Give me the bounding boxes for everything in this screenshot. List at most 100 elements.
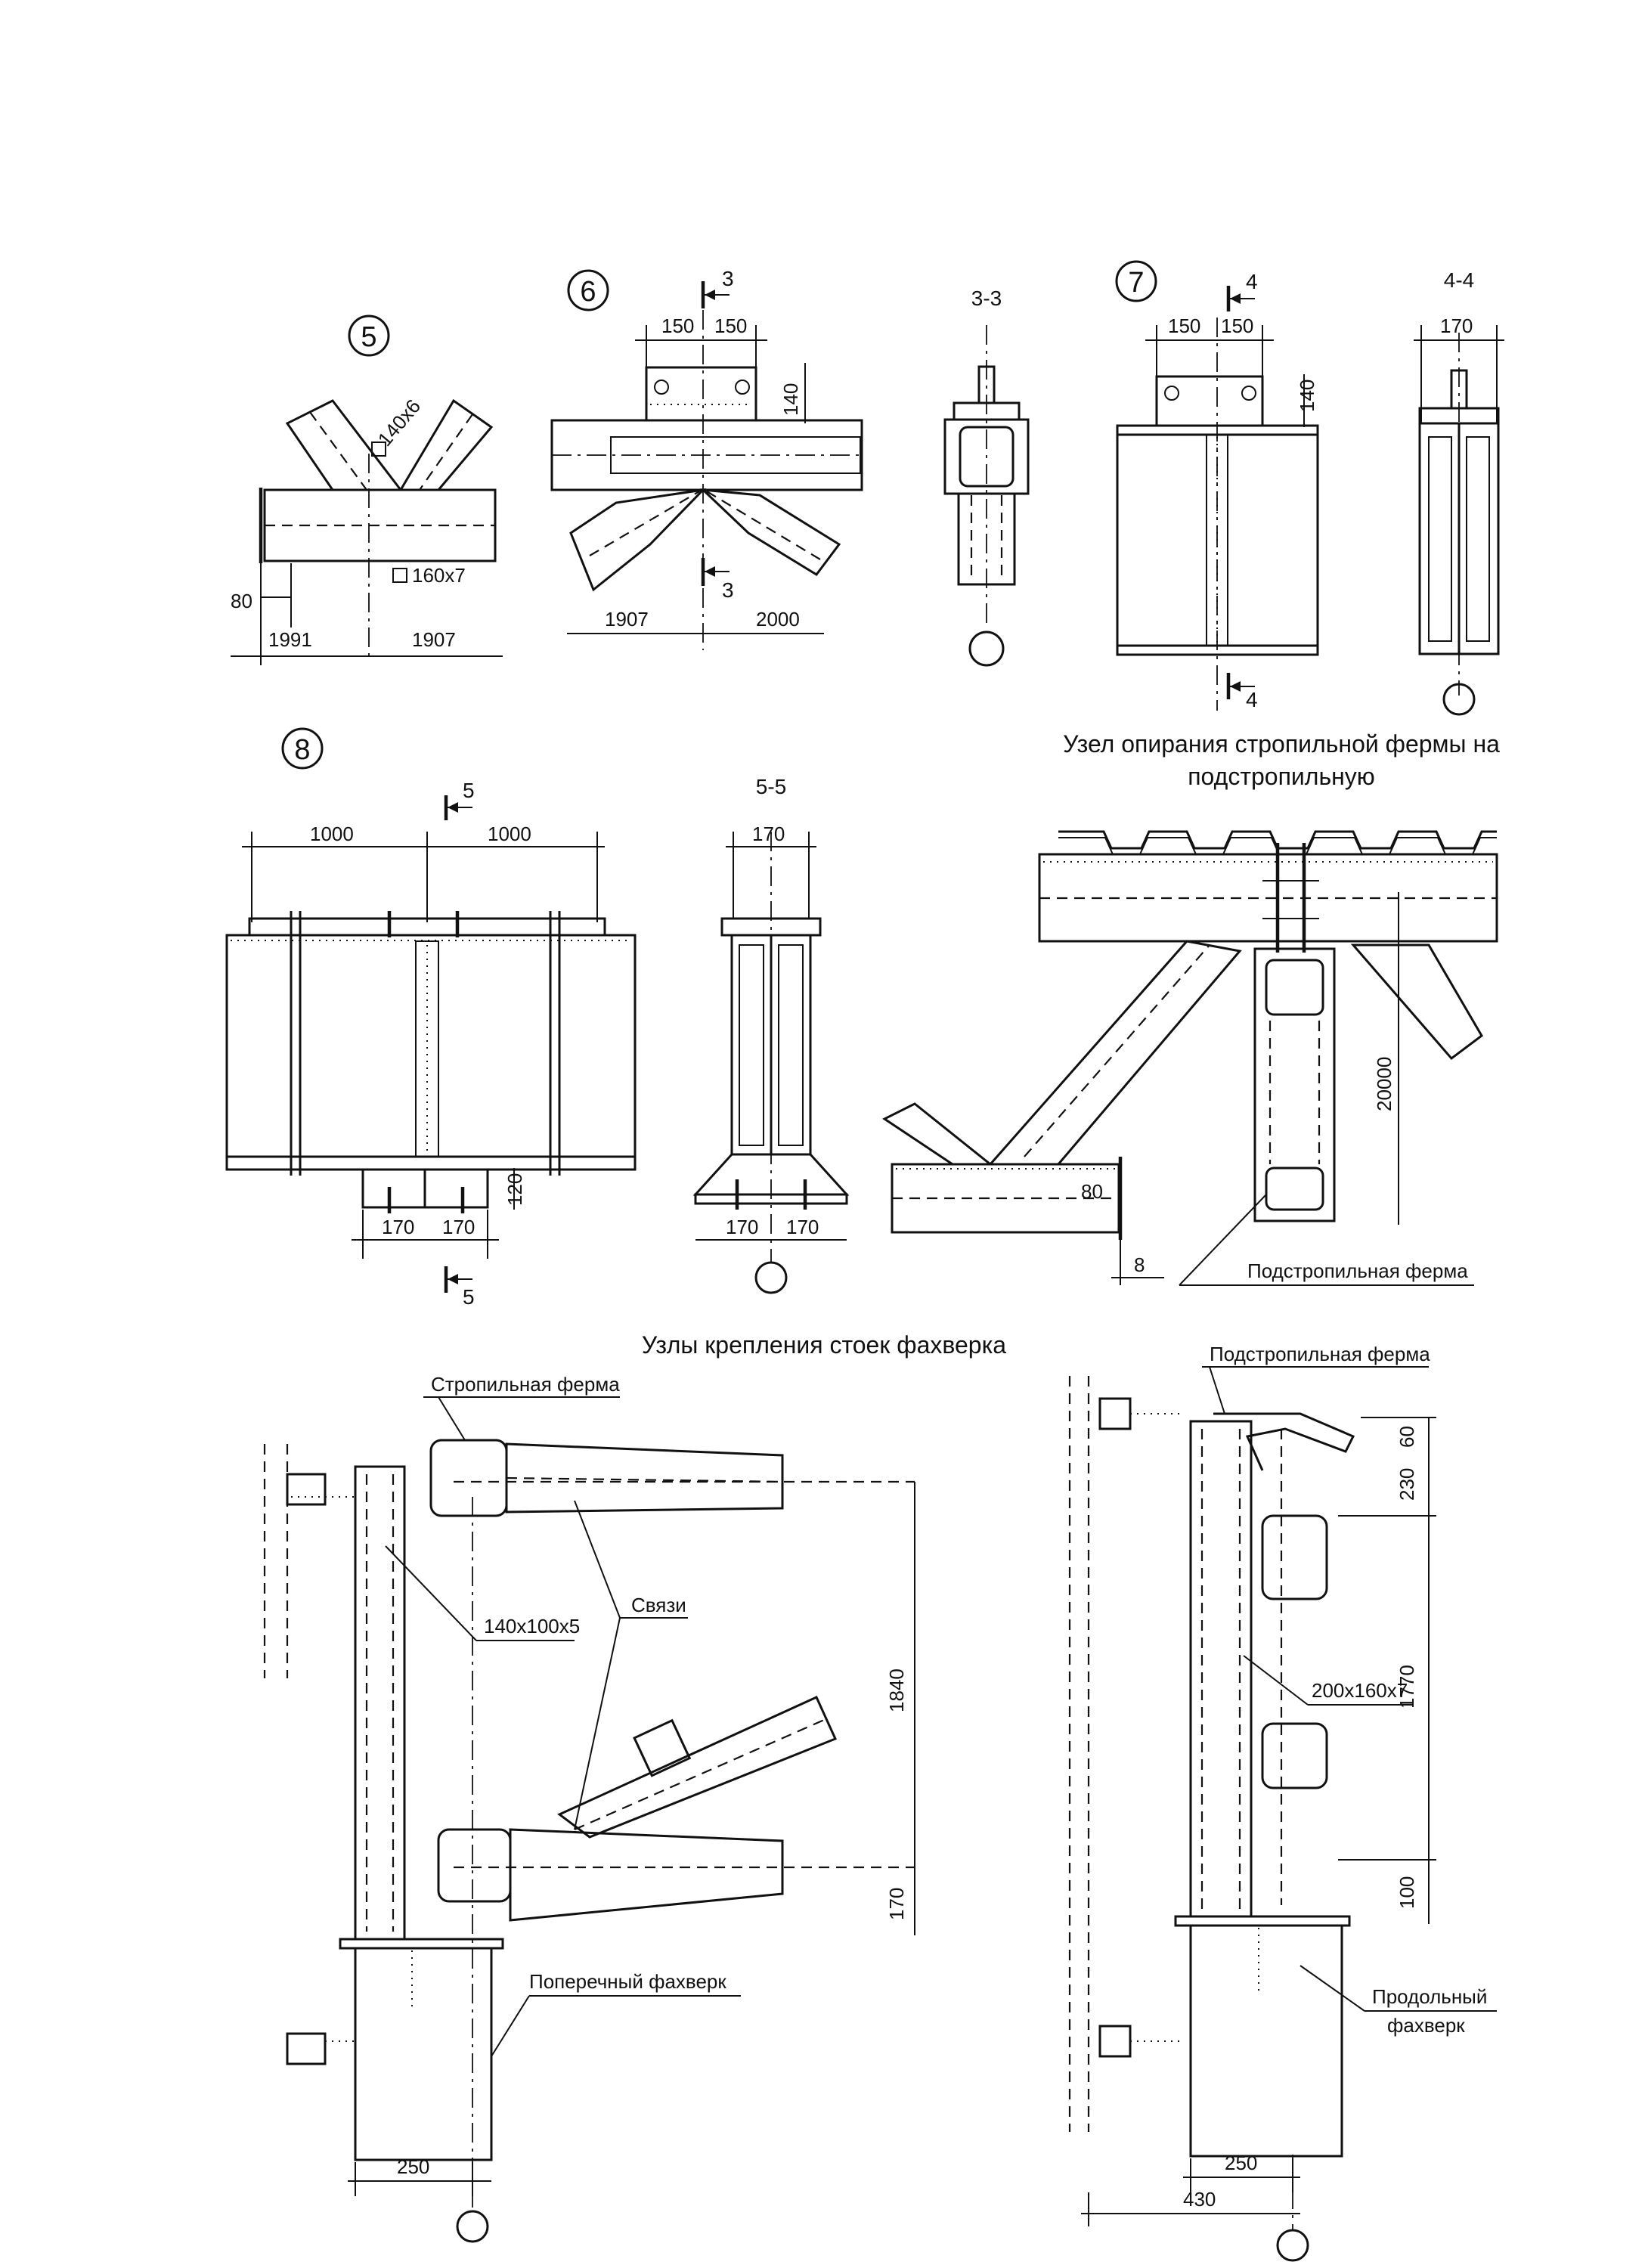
fachwerk-left-dim-170: 170 (885, 1888, 908, 1920)
fachwerk-right-column (1189, 1420, 1253, 1918)
fachwerk-left: 1840 170 250 Стропильная ферма 140х100х5… (263, 1373, 915, 2243)
detail-7-number: 7 (1128, 267, 1144, 299)
section-4-4-dim-170: 170 (1440, 314, 1473, 337)
detail-6-dim-140: 140 (779, 383, 802, 416)
section-5-5-dim-170b: 170 (786, 1216, 819, 1238)
fachwerk-right-label-truss: Подстропильная ферма (1210, 1343, 1430, 1365)
detail-6-dim-2000: 2000 (756, 608, 800, 631)
detail-5-dim-80: 80 (231, 590, 252, 612)
detail-6-number: 6 (580, 276, 596, 308)
detail-7-dim-150b: 150 (1221, 314, 1253, 337)
fachwerk-right-base (1174, 1915, 1351, 1927)
section-4-4-title: 4-4 (1444, 268, 1474, 292)
fachwerk-left-column (354, 1465, 406, 1941)
fachwerk-left-dim-1840: 1840 (885, 1668, 908, 1712)
fachwerk-left-bracket-top (286, 1473, 327, 1506)
detail-7-dim-150a: 150 (1168, 314, 1200, 337)
fachwerk-right-chord-top (1261, 1514, 1328, 1600)
detail-6-diagonal-left (569, 488, 707, 592)
section-5-5-dim-top: 170 (752, 823, 785, 845)
detail-7-section-top: 4 (1246, 270, 1258, 293)
fachwerk-left-label-bracing: Связи (631, 1594, 686, 1616)
detail-6: 6 3 3 150 150 140 1907 2000 (550, 267, 863, 650)
fachwerk-right-label-profile: 200х160х7 (1312, 1679, 1408, 1702)
fachwerk-left-base (339, 1938, 504, 1950)
fachwerk-left-bracket-bottom (286, 2032, 327, 2065)
detail-5-dim-1907: 1907 (412, 628, 456, 651)
fachwerk-right-label-long1: Продольный (1372, 1985, 1487, 2008)
fachwerk-left-dim-250: 250 (397, 2155, 429, 2178)
section-4-4: 4-4 170 (1414, 268, 1504, 716)
detail-5: 5 140х6 160х7 80 1991 1907 (231, 314, 503, 665)
detail-6-section-bottom: 3 (722, 578, 734, 602)
detail-6-dim-1907: 1907 (605, 608, 649, 631)
support-node: Узел опирания стропильной фермы на подст… (882, 730, 1500, 1286)
detail-7-section-bottom: 4 (1246, 688, 1258, 711)
detail-7-dim-140: 140 (1296, 380, 1318, 412)
detail-8-dim-120: 120 (503, 1173, 526, 1206)
fachwerk-right-bracket-top (1098, 1397, 1132, 1430)
detail-7-marker (1115, 260, 1157, 302)
detail-5-marker (348, 314, 390, 357)
detail-7: 7 4 4 150 150 140 (1115, 260, 1319, 711)
section-3-3-diagonal (957, 492, 1016, 586)
fachwerk-right-dim-100: 100 (1396, 1876, 1418, 1909)
fachwerk-right-dim-1770: 1770 (1396, 1665, 1418, 1709)
detail-8-dim-170b: 170 (442, 1216, 475, 1238)
detail-6-diagonal-right (699, 488, 841, 576)
detail-5-dim-1991: 1991 (268, 628, 312, 651)
support-title-line2: подстропильную (1188, 763, 1375, 790)
support-label: Подстропильная ферма (1247, 1259, 1468, 1282)
detail-8-dim-1000b: 1000 (488, 823, 531, 845)
detail-8: 8 5 1000 1000 120 170 170 5 (225, 727, 637, 1309)
section-3-3: 3-3 (943, 287, 1030, 667)
support-dim-80: 80 (1081, 1180, 1103, 1203)
support-diagonal-right (1350, 943, 1483, 1061)
fachwerk-right-dim-250: 250 (1225, 2152, 1257, 2174)
fachwerk-right-chord-bottom (1261, 1722, 1328, 1789)
support-deck (1058, 830, 1497, 850)
support-post (1253, 947, 1336, 1222)
support-dim-8: 8 (1134, 1253, 1145, 1276)
detail-5-diagonal-right (398, 398, 494, 491)
fachwerk-left-label-truss: Стропильная ферма (431, 1373, 620, 1396)
detail-7-gusset (1155, 375, 1264, 427)
fachwerk-right-label-long2: фахверк (1387, 2014, 1465, 2037)
fachwerk-title: Узлы крепления стоек фахверка (642, 1331, 1006, 1359)
fachwerk-right-dim-60: 60 (1396, 1426, 1418, 1448)
detail-8-dim-1000a: 1000 (310, 823, 354, 845)
detail-6-marker (567, 269, 609, 311)
section-5-5-dim-170a: 170 (726, 1216, 758, 1238)
detail-6-section-top: 3 (722, 267, 734, 290)
detail-8-marker (281, 727, 324, 770)
detail-5-profile-top: 140х6 (373, 395, 426, 451)
fachwerk-left-truss-bottom (437, 1828, 512, 1903)
fachwerk-left-label-profile: 140х100х5 (484, 1615, 580, 1637)
fachwerk-right-dim-230: 230 (1396, 1468, 1418, 1501)
section-5-5: 5-5 170 170 170 (692, 775, 850, 1294)
section-5-5-title: 5-5 (756, 775, 786, 798)
fachwerk-right-dim-430: 430 (1183, 2188, 1216, 2211)
detail-8-number: 8 (294, 734, 310, 766)
detail-6-dim-150a: 150 (661, 314, 694, 337)
section-3-3-title: 3-3 (971, 287, 1002, 310)
detail-8-beam (225, 934, 637, 1171)
support-diagonal-left (987, 940, 1242, 1166)
fachwerk-left-brace (557, 1696, 838, 1839)
fachwerk-left-member-bottom (509, 1828, 784, 1922)
detail-6-dim-150b: 150 (714, 314, 747, 337)
fachwerk-right-bracket-bottom (1098, 2025, 1132, 2058)
detail-8-dim-170a: 170 (382, 1216, 414, 1238)
detail-8-section-top: 5 (463, 779, 475, 802)
detail-5-profile-chord: 160х7 (412, 564, 466, 587)
fachwerk-right: 60 230 1770 100 250 430 Подстропильная ф… (1068, 1343, 1497, 2262)
fachwerk-right-truss-profile (1213, 1412, 1355, 1471)
support-dim-20000: 20000 (1373, 1057, 1396, 1111)
fachwerk-left-label-cross: Поперечный фахверк (529, 1970, 726, 1993)
fachwerk-left-member-top (505, 1442, 784, 1514)
detail-5-number: 5 (361, 321, 376, 353)
detail-8-section-bottom: 5 (463, 1285, 475, 1309)
fachwerk-left-truss-top (429, 1439, 508, 1517)
support-title-line1: Узел опирания стропильной фермы на (1063, 730, 1500, 758)
